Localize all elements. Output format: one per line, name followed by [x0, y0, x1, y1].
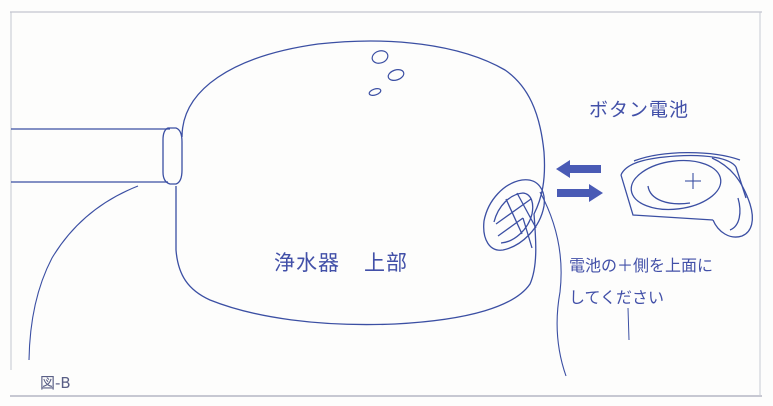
instruction-line-1: 電池の＋側を上面に — [569, 256, 714, 275]
battery-label: ボタン電池 — [589, 99, 690, 121]
vent-holes — [368, 50, 405, 97]
arrow-right-icon — [557, 184, 603, 202]
arrow-left-icon — [556, 160, 601, 178]
faucet-pipe — [11, 127, 183, 185]
purifier-body — [175, 40, 546, 326]
purifier-label: 浄水器 — [274, 251, 340, 275]
leader-line — [627, 307, 630, 341]
figure-caption: 図-B — [40, 374, 71, 392]
support-curves — [28, 185, 567, 377]
purifier-top-label: 浄水器上部 — [274, 253, 408, 274]
instruction-line-2: してください — [569, 288, 665, 307]
battery-compartment — [483, 179, 545, 251]
button-battery — [620, 152, 753, 238]
top-part-label: 上部 — [364, 251, 408, 275]
insert-arrows — [556, 160, 603, 202]
